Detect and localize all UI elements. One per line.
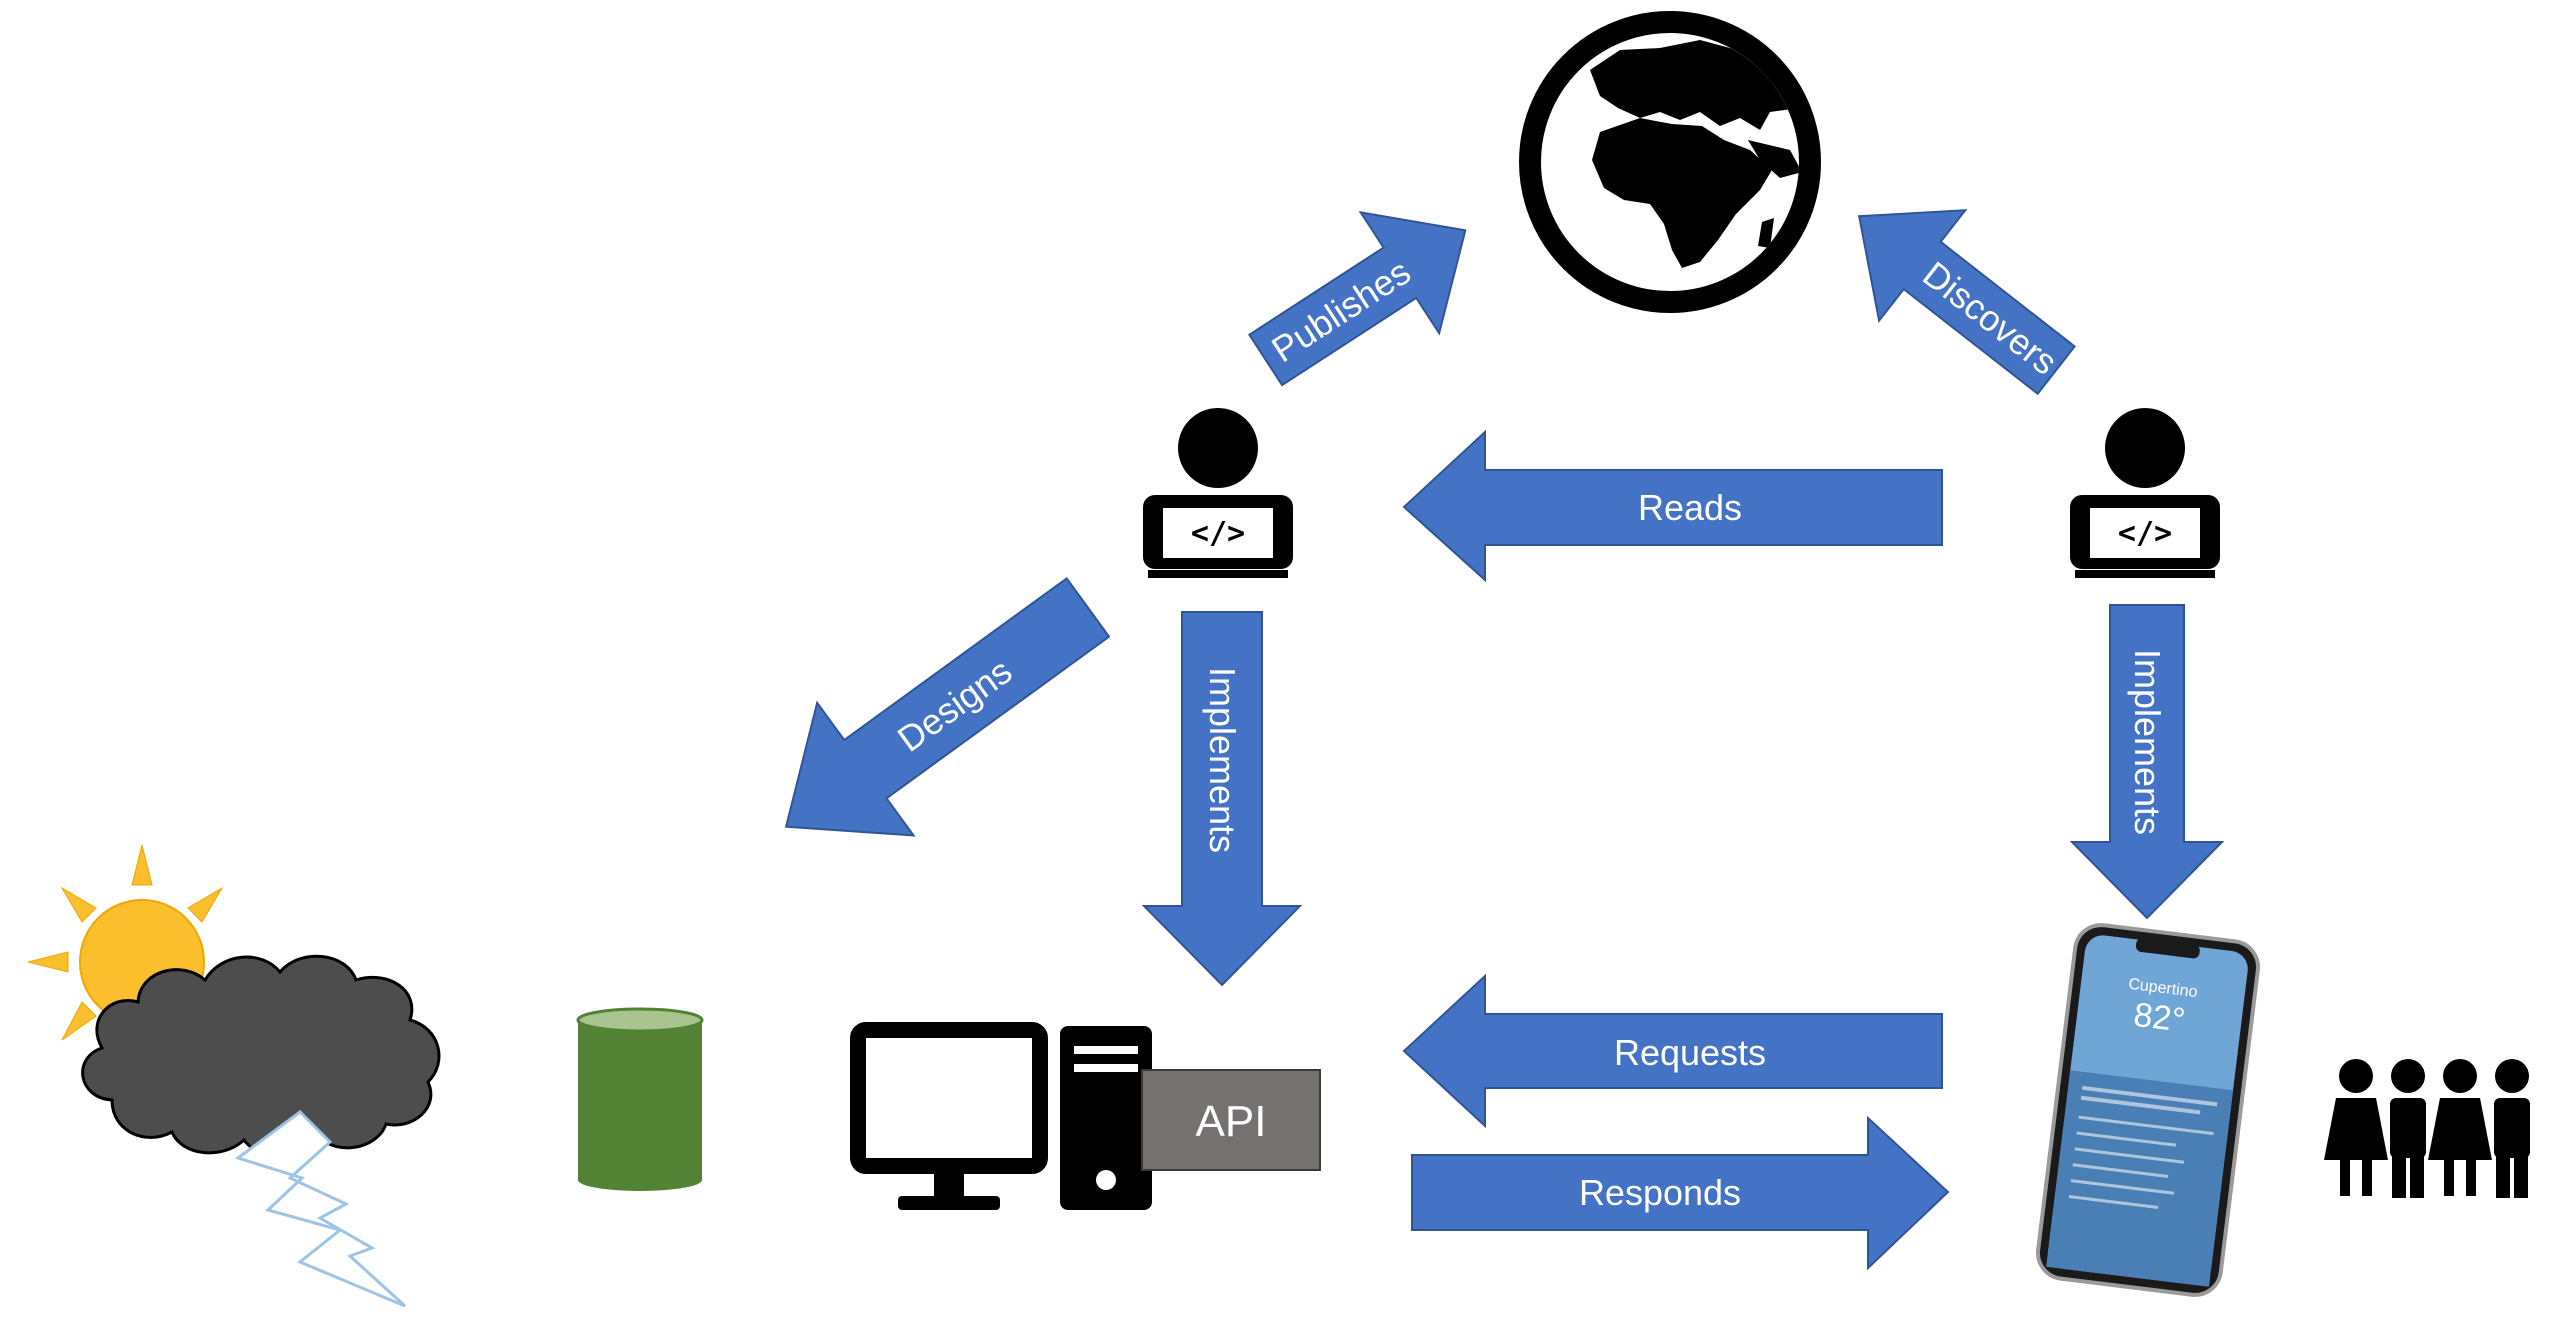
requests-arrow: Requests: [1402, 973, 1943, 1129]
database-cylinder-icon: [576, 1007, 704, 1191]
implements-arrow-left: Implements: [1141, 611, 1303, 987]
developer-laptop-icon-left: </>: [1143, 408, 1293, 578]
implements-label-left: Implements: [1202, 667, 1243, 853]
requests-label: Requests: [1614, 1032, 1766, 1073]
designs-arrow: Designs: [784, 576, 1111, 837]
phone-temperature: 82°: [2131, 996, 2187, 1040]
implements-label-right: Implements: [2127, 649, 2168, 835]
discovers-arrow: Discovers: [1857, 209, 2077, 396]
developer-laptop-icon-right: </>: [2070, 408, 2220, 578]
globe-icon: [1519, 11, 1821, 313]
implements-arrow-right: Implements: [2069, 604, 2225, 920]
api-box: API: [1141, 1069, 1321, 1171]
responds-label: Responds: [1579, 1172, 1741, 1213]
reads-arrow: Reads: [1402, 429, 1943, 583]
publishes-arrow: Publishes: [1248, 211, 1467, 387]
reads-label: Reads: [1638, 487, 1742, 528]
svg-text:</>: </>: [2118, 516, 2172, 551]
responds-arrow: Responds: [1411, 1115, 1950, 1271]
sun-storm-cloud-icon: [27, 844, 441, 1308]
svg-text:</>: </>: [1191, 516, 1245, 551]
people-group-icon: [2324, 1059, 2530, 1198]
desktop-computer-icon: [850, 1022, 1152, 1210]
api-label: API: [1196, 1097, 1267, 1146]
smartphone-icon: Cupertino 82°: [2035, 923, 2261, 1297]
discovers-label: Discovers: [1915, 253, 2065, 383]
